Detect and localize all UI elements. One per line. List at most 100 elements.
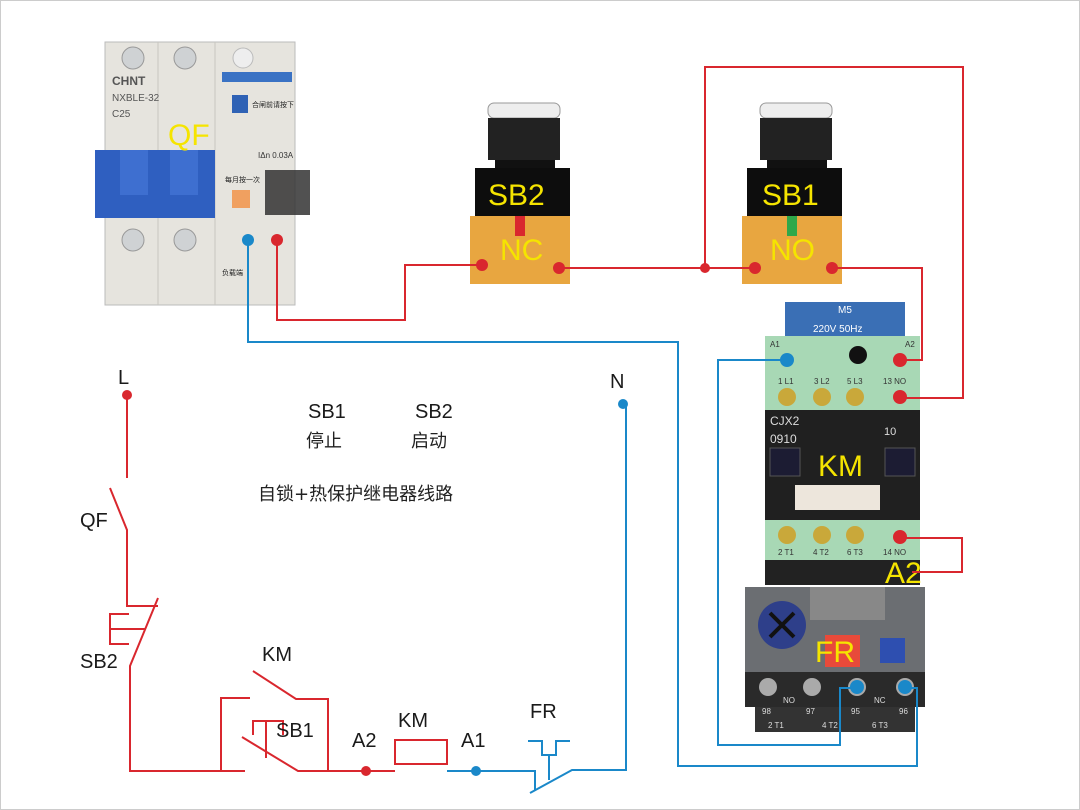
sb1-photo-label: SB1 bbox=[762, 179, 819, 212]
wire-qf-to-sb2 bbox=[276, 240, 482, 321]
terminal-dot bbox=[476, 259, 488, 271]
screw-icon bbox=[121, 228, 145, 252]
a2-dot bbox=[361, 766, 371, 776]
wire-a1-to-95 bbox=[717, 359, 857, 746]
screw-icon bbox=[846, 388, 864, 406]
screw-icon bbox=[813, 388, 831, 406]
terminal-label: 3 L2 bbox=[814, 377, 830, 386]
terminal-dot bbox=[893, 353, 907, 367]
contact-label: NC bbox=[874, 696, 886, 705]
legend-sb2-role: 启动 bbox=[411, 431, 447, 452]
legend-sb2: SB2 bbox=[415, 401, 453, 423]
wire-qf-to-96 bbox=[247, 240, 918, 767]
contactor-model: CJX2 bbox=[770, 414, 800, 428]
screw-icon bbox=[173, 228, 197, 252]
screw-icon bbox=[846, 526, 864, 544]
terminal-dot bbox=[780, 353, 794, 367]
terminal-dot bbox=[749, 262, 761, 274]
km-contact-symbol bbox=[220, 670, 329, 771]
terminal-label: 13 NO bbox=[883, 377, 906, 386]
km-photo-label: KM bbox=[818, 450, 863, 483]
terminal-dot bbox=[826, 262, 838, 274]
terminal-dot bbox=[271, 234, 283, 246]
terminal-dot bbox=[893, 530, 907, 544]
label-qf: QF bbox=[80, 510, 108, 532]
test-button-icon bbox=[825, 635, 860, 667]
a1-dot bbox=[471, 766, 481, 776]
breaker-qf-photo: 合闸前请按下 CHNT NXBLE-32 C25 IΔn 0.03A 每月按一次… bbox=[95, 41, 310, 306]
sb2-contact-label: NC bbox=[500, 234, 543, 267]
brand-logo: CHNT bbox=[112, 74, 146, 88]
terminal-label: 98 bbox=[762, 707, 771, 716]
wire-sb1-to-a2 bbox=[832, 267, 923, 361]
km-coil-symbol bbox=[394, 739, 448, 765]
leak-rating: IΔn 0.03A bbox=[258, 151, 294, 160]
junction-dot bbox=[700, 263, 710, 273]
legend: SB1 停止 SB2 启动 自锁+热保护继电器线路 bbox=[258, 401, 453, 505]
terminal-label: 4 T2 bbox=[813, 548, 829, 557]
terminal-label: 95 bbox=[851, 707, 860, 716]
terminal-a1-label: A1 bbox=[770, 340, 780, 349]
screw-icon bbox=[759, 678, 777, 696]
terminal-label: 14 NO bbox=[883, 548, 906, 557]
fr-photo-label: FR bbox=[815, 636, 855, 669]
sb2-switch-symbol bbox=[109, 597, 245, 772]
diagram-title: 自锁+热保护继电器线路 bbox=[258, 484, 453, 505]
terminal-label: 96 bbox=[899, 707, 908, 716]
terminal-label: 2 T1 bbox=[778, 548, 794, 557]
label-sb2: SB2 bbox=[80, 651, 118, 673]
label-n: N bbox=[610, 371, 624, 393]
label-a1: A1 bbox=[461, 730, 485, 752]
legend-sb1-role: 停止 bbox=[306, 431, 342, 452]
a2-photo-label: A2 bbox=[885, 557, 922, 590]
test-note: 每月按一次 bbox=[225, 175, 260, 184]
load-side-label: 负载端 bbox=[222, 268, 243, 277]
terminal-dot bbox=[553, 262, 565, 274]
terminal-label: 4 T2 bbox=[822, 721, 838, 730]
qf-switch-symbol bbox=[109, 395, 158, 607]
terminal-label: 1 L1 bbox=[778, 377, 794, 386]
reset-button-icon bbox=[232, 95, 248, 113]
breaker-model: NXBLE-32 bbox=[112, 93, 160, 104]
button-sb2-photo[interactable]: SB2 NC bbox=[470, 102, 570, 284]
terminal-a2-label: A2 bbox=[905, 340, 915, 349]
fr-contact-symbol bbox=[447, 404, 627, 794]
wire-junction-to-13no bbox=[704, 66, 964, 399]
contactor-model-code: 0910 bbox=[770, 432, 797, 446]
label-sb1: SB1 bbox=[276, 720, 314, 742]
label-fr: FR bbox=[530, 701, 557, 723]
terminal-dot bbox=[850, 680, 864, 694]
terminal-dot bbox=[242, 234, 254, 246]
contact-label: NO bbox=[783, 696, 795, 705]
terminal-label: 6 T3 bbox=[847, 548, 863, 557]
photo-wiring bbox=[242, 66, 964, 767]
screw-icon bbox=[778, 388, 796, 406]
qf-photo-label: QF bbox=[168, 119, 210, 152]
label-km-coil: KM bbox=[398, 710, 428, 732]
button-sb1-photo[interactable]: SB1 NO bbox=[742, 102, 842, 284]
wire-14no-to-a2 bbox=[900, 537, 963, 573]
screw-icon bbox=[121, 46, 145, 70]
test-button-icon bbox=[232, 190, 250, 208]
sb2-photo-label: SB2 bbox=[488, 179, 545, 212]
breaker-rating: C25 bbox=[112, 109, 131, 120]
terminal-label: 5 L3 bbox=[847, 377, 863, 386]
thermal-relay-fr-photo: FR 98 97 95 96 NO NC 2 T1 4 T2 6 T3 bbox=[745, 587, 925, 732]
terminal-dot bbox=[898, 680, 912, 694]
screw-icon bbox=[173, 46, 197, 70]
label-l: L bbox=[118, 367, 129, 389]
terminal-label: 97 bbox=[806, 707, 815, 716]
aux-contact-label: 10 bbox=[884, 426, 896, 438]
contactor-km-photo: M5 220V 50Hz A1 A2 1 L1 3 L2 5 L3 13 NO … bbox=[765, 302, 922, 590]
screw-icon bbox=[778, 526, 796, 544]
sb1-contact-label: NO bbox=[770, 234, 815, 267]
schematic: L N QF SB2 KM SB1 A2 KM A1 FR bbox=[80, 367, 628, 794]
close-note: 合闸前请按下 bbox=[252, 100, 294, 109]
terminal-label: 2 T1 bbox=[768, 721, 784, 730]
screw-icon bbox=[813, 526, 831, 544]
coil-rating: 220V 50Hz bbox=[813, 324, 862, 335]
coil-code: M5 bbox=[838, 305, 852, 316]
screw-icon bbox=[803, 678, 821, 696]
terminal-label: 6 T3 bbox=[872, 721, 888, 730]
